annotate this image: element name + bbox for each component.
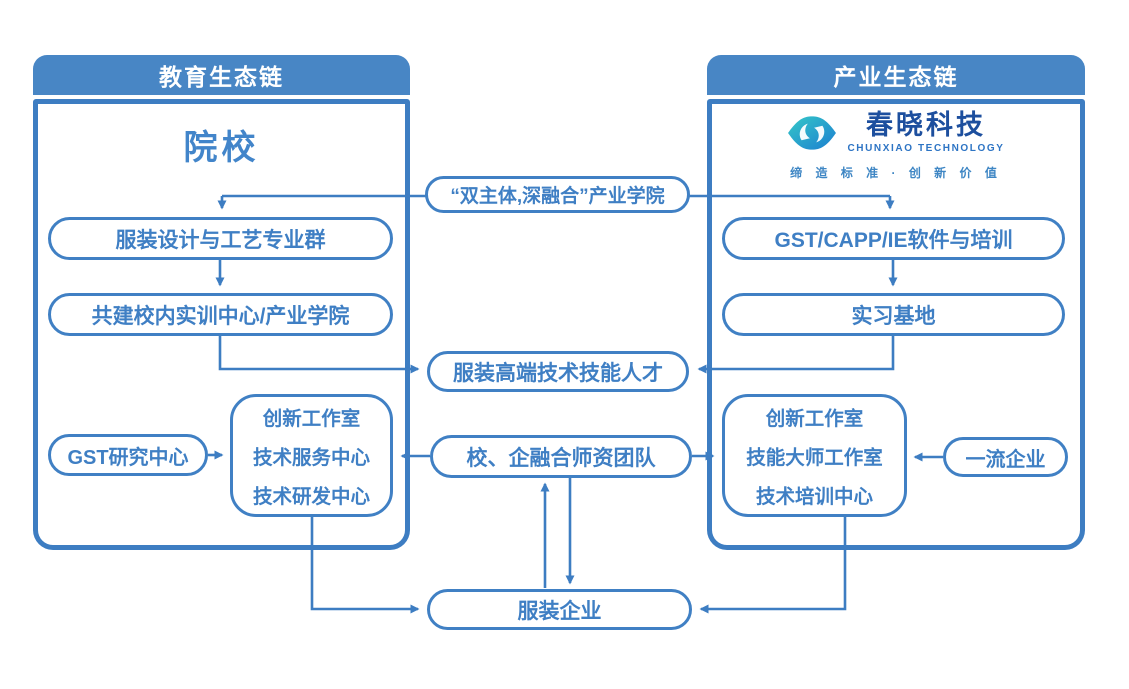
pill-apparel-enterprise: 服装企业 <box>427 589 692 630</box>
pill-apparel-design-major-group: 服装设计与工艺专业群 <box>48 217 393 260</box>
pill-label: 共建校内实训中心/产业学院 <box>91 304 350 328</box>
chunxiao-logo: 春晓科技 CHUNXIAO TECHNOLOGY 缔 造 标 准 · 创 新 价… <box>707 112 1085 181</box>
pill-label: 服装企业 <box>517 599 602 623</box>
box-enterprise-centers: 创新工作室 技能大师工作室 技术培训中心 <box>722 394 907 517</box>
pill-gst-capp-ie-software-training: GST/CAPP/IE软件与培训 <box>722 217 1065 260</box>
pill-label: GST/CAPP/IE软件与培训 <box>774 228 1013 252</box>
logo-text-block: 春晓科技 CHUNXIAO TECHNOLOGY <box>847 110 1005 155</box>
right-panel-header-label: 产业生态链 <box>833 64 959 90</box>
pill-label: 服装高端技术技能人才 <box>453 361 663 385</box>
pill-label: 服装设计与工艺专业群 <box>115 228 326 252</box>
eye-swirl-icon <box>788 116 837 150</box>
logo-row: 春晓科技 CHUNXIAO TECHNOLOGY <box>787 112 1004 154</box>
logo-tagline: 缔 造 标 准 · 创 新 价 值 <box>790 166 1002 180</box>
pill-industry-college: “双主体,深融合”产业学院 <box>425 176 690 213</box>
box-line: 技术服务中心 <box>252 447 370 469</box>
box-line: 技能大师工作室 <box>746 447 883 469</box>
pill-label: GST研究中心 <box>67 446 189 469</box>
pill-first-class-enterprise: 一流企业 <box>943 437 1068 477</box>
pill-gst-research-center: GST研究中心 <box>48 434 208 476</box>
box-school-centers: 创新工作室 技术服务中心 技术研发中心 <box>230 394 393 517</box>
box-line: 创新工作室 <box>262 408 361 430</box>
box-line: 技术研发中心 <box>252 486 370 508</box>
box-line: 创新工作室 <box>765 408 864 430</box>
logo-name: 春晓科技 <box>865 110 986 140</box>
pill-label: 实习基地 <box>851 304 936 328</box>
pill-label: 校、企融合师资团队 <box>466 446 656 470</box>
pill-high-end-talent: 服装高端技术技能人才 <box>427 351 689 392</box>
pill-teacher-team: 校、企融合师资团队 <box>430 435 692 478</box>
right-panel-header: 产业生态链 <box>707 55 1085 95</box>
left-panel-title: 院校 <box>183 129 260 167</box>
left-panel-header-label: 教育生态链 <box>159 64 284 90</box>
logo-subtitle: CHUNXIAO TECHNOLOGY <box>847 143 1005 154</box>
pill-campus-training-center: 共建校内实训中心/产业学院 <box>48 293 393 336</box>
pill-label: “双主体,深融合”产业学院 <box>450 186 665 207</box>
pill-label: 一流企业 <box>965 448 1046 471</box>
pill-internship-base: 实习基地 <box>722 293 1065 336</box>
left-panel-header: 教育生态链 <box>33 55 410 95</box>
box-line: 技术培训中心 <box>755 486 873 508</box>
